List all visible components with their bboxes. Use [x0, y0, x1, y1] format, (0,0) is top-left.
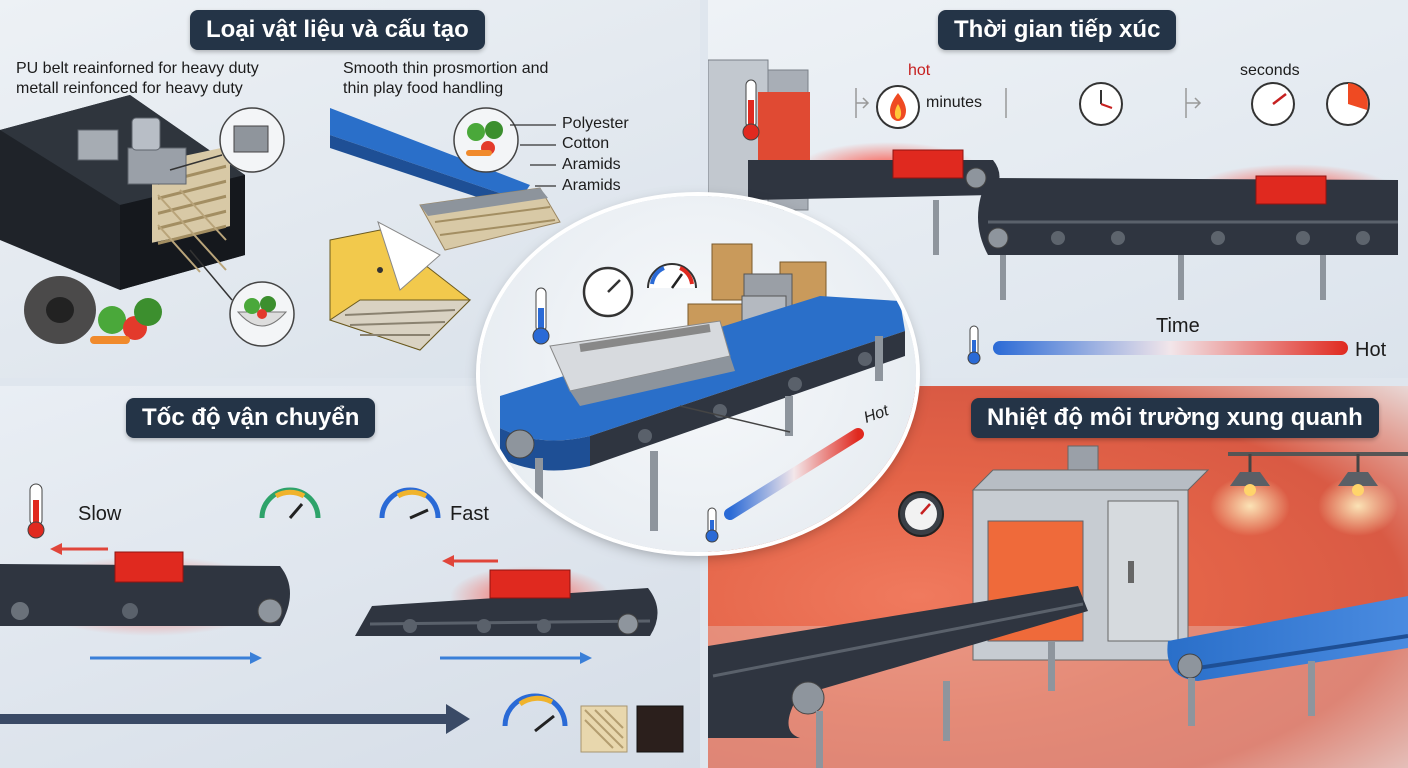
food-belt: [330, 108, 561, 251]
zoom-bubble-salad-bowl: [189, 249, 295, 347]
layer-leader-lines: [510, 124, 556, 187]
upper-conveyor: [748, 142, 1000, 255]
panel-materials: Loại vật liệu và cấu tạo PU belt reainfo…: [0, 0, 700, 378]
minutes-label: minutes: [926, 94, 983, 111]
slow-conveyor: [0, 551, 290, 664]
materials-caption-line2: metall reinfonced for heavy duty: [16, 80, 243, 97]
thermometer-icon: [705, 507, 719, 543]
flow-arrow-marks: [855, 88, 1202, 118]
cool-blue-conveyor: [1167, 596, 1408, 726]
lamp-icon: [1318, 454, 1398, 536]
time-axis-label: Time: [1156, 315, 1200, 337]
overall-speed-arrow: [0, 704, 470, 734]
layer-label: Cotton: [562, 135, 610, 152]
lower-conveyor: [978, 164, 1398, 300]
center-conveyor-disc: Hot: [480, 196, 916, 552]
lamp-icon: [1210, 454, 1290, 536]
speed-title: Tốc độ vận chuyển: [126, 398, 376, 438]
ambient-illustration: [708, 445, 1408, 768]
speed-illustration: [0, 483, 684, 753]
gauge-icon: [1251, 82, 1295, 126]
hot-label: hot: [908, 62, 931, 79]
thermometer-icon: [532, 287, 550, 345]
fast-conveyor: [355, 566, 658, 664]
seconds-label: seconds: [1240, 62, 1300, 79]
fast-label: Fast: [450, 503, 489, 525]
gauge-icon: [502, 693, 568, 733]
rubber-swatch: [636, 705, 684, 753]
clock-icon: [1326, 82, 1370, 126]
time-gradient-bar: [993, 341, 1348, 355]
gauge-icon: [898, 491, 944, 537]
flame-icon: [876, 85, 920, 129]
slow-direction-arrow: [50, 543, 108, 555]
heavy-duty-belt: [0, 95, 245, 290]
layer-label: Polyester: [562, 115, 629, 132]
thermometer-icon: [27, 483, 45, 539]
thermometer-icon: [742, 79, 760, 141]
belt-roll: [24, 276, 96, 344]
heated-conveyor: [708, 586, 1088, 768]
vegetables-pile: [90, 298, 162, 344]
contact-time-title: Thời gian tiếp xúc: [938, 10, 1177, 50]
zoom-bubble-vegetables: [453, 107, 519, 173]
hot-gradient-bar: [724, 428, 864, 520]
materials-caption-right-line2: thin play food handling: [343, 80, 504, 97]
zoom-bubble-metal-block: [169, 107, 285, 173]
materials-caption-line1: PU belt reainforned for heavy duty: [16, 60, 259, 77]
gauge-icon: [379, 487, 441, 520]
thermometer-icon: [967, 325, 981, 365]
center-conveyor-illustration: [500, 243, 905, 543]
layer-label: Aramids: [562, 156, 621, 173]
slow-label: Slow: [78, 503, 122, 525]
ambient-title: Nhiệt độ môi trường xung quanh: [971, 398, 1379, 438]
gauge-icon: [259, 487, 321, 519]
clock-icon: [1079, 82, 1123, 126]
layer-label: Aramids: [562, 177, 621, 194]
center-conveyor: [500, 296, 905, 531]
materials-illustration: [0, 95, 561, 351]
materials-caption-right-line1: Smooth thin prosmortion and: [343, 60, 549, 77]
contact-time-illustration: [708, 59, 1398, 365]
fast-direction-arrow: [442, 555, 498, 567]
gauge-icon: [582, 266, 634, 318]
hot-end-label: Hot: [1355, 339, 1387, 361]
materials-title: Loại vật liệu và cấu tạo: [190, 10, 485, 50]
gauge-icon: [647, 263, 697, 289]
yellow-belt-swatch: [328, 220, 472, 351]
panel-ambient-temperature: Nhiệt độ môi trường xung quanh: [708, 386, 1408, 768]
